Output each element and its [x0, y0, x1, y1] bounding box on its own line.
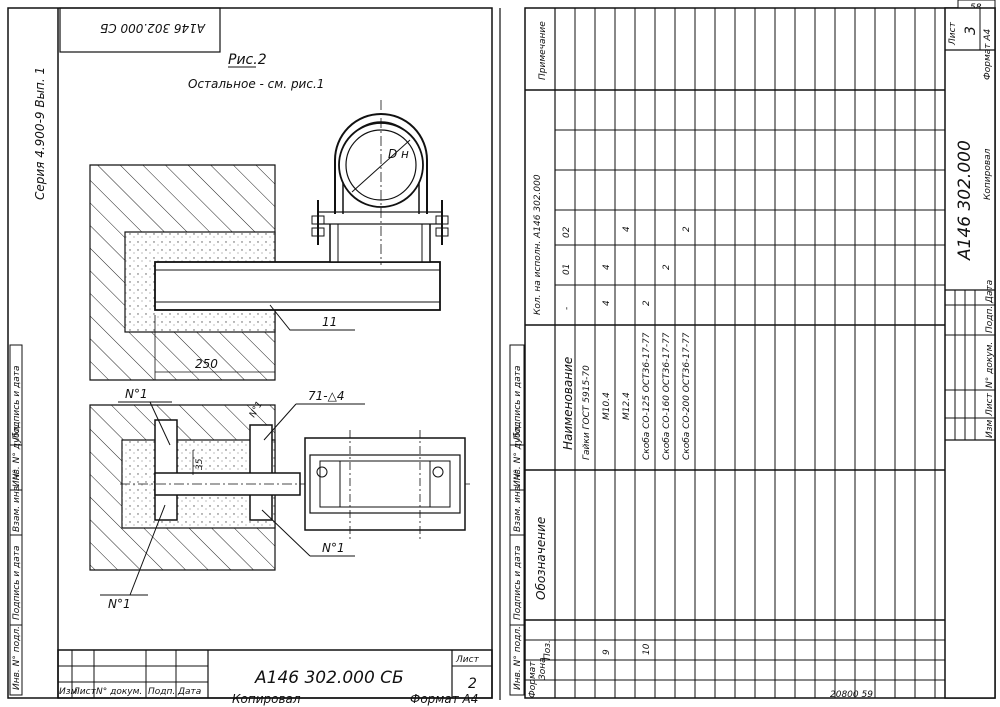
- left-side-columns: Инв. N° подл. Подпись и дата Взам. инв. …: [9, 344, 23, 696]
- r-stamp-col-date: Дата: [985, 280, 995, 304]
- left-sheet: А146 302.000 СБ Серия 4.900-9 Вып. 1 Инв…: [7, 7, 493, 706]
- stamp-col-sign: Подп.: [148, 687, 175, 697]
- right-stamp-code: А146 302.000: [955, 140, 975, 261]
- r-stamp-col-izm: Изм: [985, 419, 995, 438]
- r-side-col-1: Инв. N° подл.: [513, 626, 523, 690]
- left-stamp: Изм Лист N° докум. Подп. Дата А146 302.0…: [57, 649, 493, 699]
- right-format: Формат А4: [983, 28, 993, 80]
- row-3-name: М12.4: [622, 392, 632, 420]
- hdr-designation: Обозначение: [534, 517, 548, 600]
- side-col-2: Подпись и дата: [12, 545, 22, 620]
- hdr-pos: Поз.: [543, 640, 553, 660]
- dimension-35: 35: [195, 458, 205, 470]
- left-copied: Копировал: [232, 692, 301, 706]
- left-stamp-code: А146 302.000 СБ: [254, 668, 404, 688]
- series-label: Серия 4.900-9 Вып. 1: [33, 67, 47, 200]
- r-stamp-col-list: Лист: [985, 392, 995, 417]
- row-2-name: М10.4: [602, 392, 612, 420]
- hdr-qty-col-3: 02: [562, 226, 572, 238]
- pipe-diameter-label: D н: [388, 147, 409, 161]
- side-col-4: Инв. N° дубл.: [12, 424, 22, 487]
- hdr-qty-col-2: 01: [562, 264, 572, 275]
- side-col-3: Взам. инв. N°: [12, 469, 22, 532]
- hdr-qty-title: Кол. на исполн. А146 302.000: [533, 174, 543, 315]
- dimension-250: 250: [195, 357, 218, 371]
- node-label-4: N°1: [108, 597, 131, 611]
- row-2-qty-1: 4: [602, 300, 612, 306]
- left-format: Формат А4: [410, 692, 478, 706]
- hdr-zone: Зона: [538, 657, 548, 680]
- stamp-col-izm: Изм: [59, 687, 78, 697]
- bottom-numbers: 20800 59: [830, 690, 873, 700]
- row-6-qty-3: 2: [682, 226, 692, 232]
- row-5-qty-2: 2: [662, 264, 672, 270]
- weld-note: 71-△4: [308, 389, 344, 403]
- hdr-name: Наименование: [561, 357, 575, 450]
- row-4-qty-1: 2: [642, 300, 652, 306]
- top-stamp-code: А146 302.000 СБ: [100, 21, 206, 35]
- upper-section-drawing: D н 11 250: [89, 100, 449, 381]
- side-col-5: Подпись и дата: [12, 365, 22, 440]
- stamp-col-date: Дата: [177, 687, 201, 697]
- row-4-pos: 10: [642, 643, 652, 655]
- stamp-col-list: Лист: [72, 687, 97, 697]
- row-2-qty-2: 4: [602, 264, 612, 270]
- figure-title: Рис.2: [228, 52, 267, 68]
- right-copied: Копировал: [983, 148, 993, 200]
- figure-note: Остальное - см. рис.1: [188, 77, 324, 91]
- row-5-name: Скоба СО-160 ОСТ36-17-77: [662, 332, 672, 460]
- hdr-qty-col-1: -: [562, 307, 572, 310]
- right-sheet-label: Лист: [948, 21, 958, 46]
- r-side-col-4: Инв. N° дубл.: [513, 424, 523, 487]
- node-label-3: N°1: [322, 541, 345, 555]
- row-1-pos: 9: [602, 649, 612, 655]
- row-3-qty-3: 4: [622, 226, 632, 232]
- right-sheet-number: 3: [963, 26, 979, 35]
- row-4-name: Скоба СО-125 ОСТ36-17-77: [642, 332, 652, 460]
- position-11: 11: [322, 315, 337, 329]
- r-side-col-3: Взам. инв. N°: [513, 469, 523, 532]
- hdr-format: Формат: [528, 661, 538, 698]
- right-stamp: Изм Лист N° докум. Подп. Дата А146 302.0…: [944, 7, 996, 699]
- node-label-1: N°1: [125, 387, 148, 401]
- row-1-name: Гайки ГОСТ 5915-70: [582, 365, 592, 460]
- spec-table: Формат Зона Поз. Обозначение Наименовани…: [525, 8, 945, 698]
- right-side-columns: Инв. N° подл. Подпись и дата Взам. инв. …: [509, 344, 525, 696]
- side-col-1: Инв. N° подл.: [12, 626, 22, 690]
- left-sheet-label: Лист: [455, 655, 480, 665]
- r-stamp-col-doc: N° докум.: [985, 342, 995, 388]
- stamp-col-doc: N° докум.: [96, 687, 142, 697]
- r-side-col-5: Подпись и дата: [513, 365, 523, 440]
- r-side-col-2: Подпись и дата: [513, 545, 523, 620]
- r-stamp-col-sign: Подп.: [985, 306, 995, 333]
- hdr-note: Примечание: [538, 21, 548, 80]
- left-sheet-number: 2: [468, 676, 477, 692]
- right-sheet: 58 Инв. N° подл. Подпись и дата Взам. ин…: [499, 0, 996, 700]
- row-6-name: Скоба СО-200 ОСТ36-17-77: [682, 332, 692, 460]
- lower-plan-drawing: 35 N°1 N°1 71-△4 N°1 N°1: [89, 387, 470, 611]
